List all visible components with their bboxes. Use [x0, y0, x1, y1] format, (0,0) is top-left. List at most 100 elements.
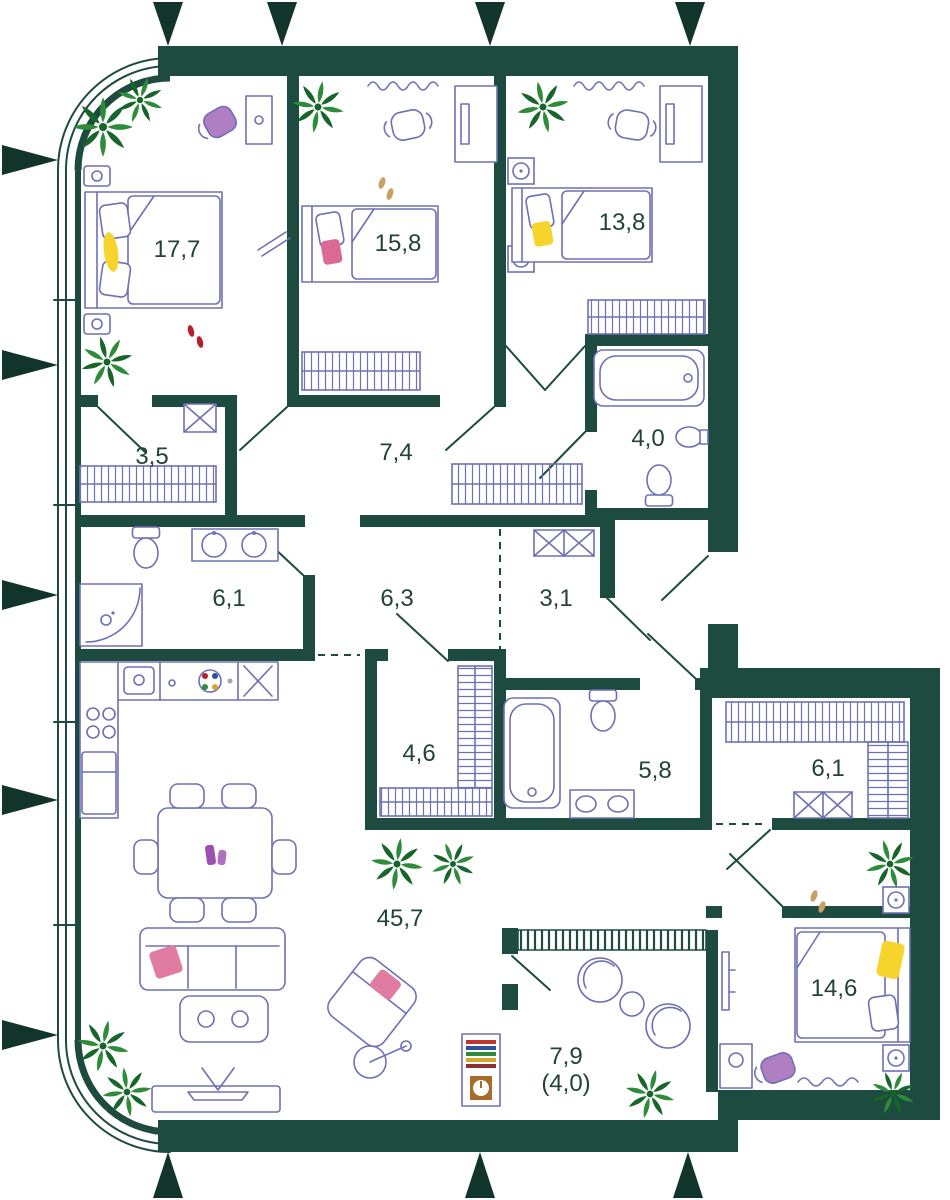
purple-armchair	[754, 1052, 796, 1084]
room-label-living: 45,7	[377, 905, 424, 932]
curtain-squiggle	[573, 81, 645, 91]
double-bed	[794, 927, 911, 1043]
wall-tv	[721, 951, 736, 1011]
tv	[187, 1091, 249, 1101]
dresser	[719, 1043, 753, 1089]
bookshelf	[461, 1033, 501, 1107]
door-leaf	[445, 406, 495, 451]
plant-icon	[512, 76, 574, 138]
glazing-facade	[53, 57, 171, 1153]
wardrobe-rail	[457, 665, 493, 789]
armchair	[327, 956, 417, 1048]
door-leaf	[396, 613, 449, 662]
room-label-wardrobe: 4,6	[402, 740, 435, 767]
room-label-hallway-2: 6,3	[380, 585, 413, 612]
toilet	[588, 689, 618, 732]
door-leaf	[726, 829, 771, 870]
vase	[205, 844, 227, 866]
room-label-bathroom-3: 5,8	[638, 757, 671, 784]
doors	[97, 345, 783, 991]
balcony-partition	[517, 929, 707, 951]
office-chair	[605, 106, 659, 144]
kitchen-counter	[79, 661, 279, 819]
footprints-beige	[378, 177, 394, 200]
door-leaf	[647, 633, 696, 679]
cooktop	[86, 707, 116, 739]
dining-chair	[271, 839, 297, 875]
furniture	[71, 70, 923, 1124]
room-label-bedroom-4: 14,6	[811, 975, 858, 1002]
door-leaf	[97, 406, 146, 453]
yellow-throw	[103, 232, 119, 272]
desk	[454, 85, 498, 163]
balcony-table	[619, 991, 645, 1017]
shoe-cabinet	[793, 791, 853, 819]
desk	[659, 85, 703, 163]
room-label-balcony-reduced: (4,0)	[541, 1070, 590, 1097]
wardrobe-rail	[301, 351, 421, 391]
vanity-chair	[197, 105, 237, 140]
dining-chair	[133, 839, 159, 875]
sconce-icon	[882, 1044, 910, 1072]
yellow-pillow	[876, 940, 905, 979]
dining-chair	[169, 783, 205, 809]
wardrobe-rail	[725, 701, 905, 743]
toilet	[644, 464, 674, 507]
sofa	[139, 927, 286, 991]
single-bed	[511, 187, 653, 263]
single-bed	[301, 205, 439, 283]
kitchen-sink	[123, 666, 155, 695]
double-bed	[84, 191, 223, 309]
entrance-door-leaf	[661, 555, 709, 601]
dining-chair	[221, 897, 257, 923]
room-label-hallway-1: 7,4	[379, 439, 412, 466]
room-label-closet-2: 6,1	[811, 755, 844, 782]
room-label-closet-1: 3,1	[539, 585, 572, 612]
wardrobe-rail	[379, 787, 493, 817]
bathtub	[503, 697, 561, 809]
toilet	[131, 526, 161, 569]
door-leaf	[239, 406, 288, 451]
office-chair	[380, 105, 436, 145]
bathtub	[593, 349, 705, 407]
plant-icon	[71, 326, 143, 398]
nightstand	[83, 165, 111, 335]
rug-squiggle	[797, 1077, 859, 1087]
door-leaf	[606, 597, 651, 641]
pink-cushion	[370, 969, 401, 1000]
washbasin	[675, 426, 709, 448]
room-label-bedroom-3: 13,8	[599, 209, 646, 236]
room-label-bathroom-1: 4,0	[631, 425, 664, 452]
curtain-squiggle	[367, 81, 439, 91]
dining-set	[133, 783, 297, 923]
door-leaf	[544, 345, 586, 391]
sconce-icon	[507, 157, 535, 185]
pink-cushion	[149, 945, 183, 979]
wardrobe-rail	[867, 741, 909, 819]
wardrobe-rail	[451, 463, 583, 505]
double-washbasin	[569, 789, 635, 819]
plant-icon	[367, 834, 427, 894]
room-label-bathroom-2: 6,1	[212, 585, 245, 612]
wardrobe-rail	[587, 299, 706, 335]
footprints-beige	[810, 890, 826, 913]
sconce-icon	[882, 886, 910, 914]
door-leaf	[505, 345, 546, 391]
shoe-cabinet	[183, 403, 217, 433]
shoe-cabinet	[533, 529, 595, 557]
dining-chair	[221, 783, 257, 809]
floor-lamp	[353, 1040, 412, 1079]
plant-icon	[424, 835, 482, 893]
tv-stand	[151, 1067, 281, 1113]
fridge	[81, 751, 117, 815]
walls	[75, 46, 940, 1152]
room-label-closet: 3,5	[135, 443, 168, 470]
wardrobe-rail	[79, 465, 217, 503]
room-labels: 17,7 15,8 13,8 3,5 7,4 4,0 6,1 6,3 3,1 4…	[135, 209, 857, 1097]
balcony-door-leaf	[511, 955, 551, 991]
balcony-chair	[577, 957, 623, 1003]
openings	[305, 529, 768, 825]
vanity-console	[245, 95, 273, 145]
